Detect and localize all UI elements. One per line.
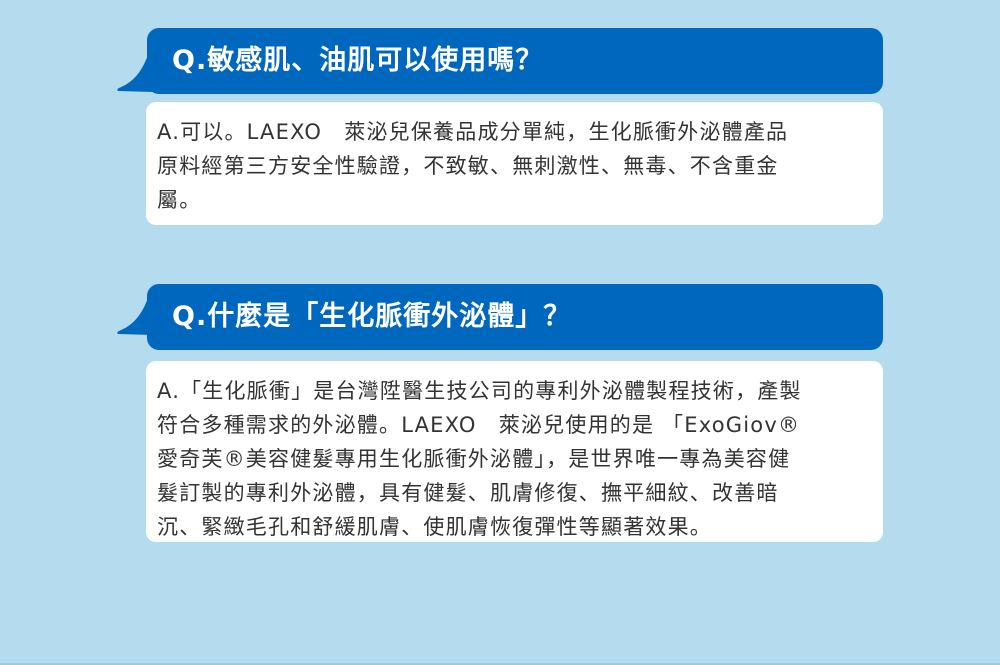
- speech-bubble-tail-icon: [117, 55, 154, 92]
- answer-line: 愛奇芙®美容健髮專用生化脈衝外泌體」，是世界唯一專為美容健: [157, 447, 791, 471]
- answer-line: 原料經第三方安全性驗證，不致敏、無刺激性、無毒、不含重金: [157, 154, 779, 178]
- question-bubble: Q.什麼是「生化脈衝外泌體」？: [147, 284, 883, 350]
- answer-line: 髮訂製的專利外泌體，具有健髮、肌膚修復、撫平細紋、改善暗: [157, 481, 779, 505]
- answer-line: 屬。: [157, 188, 202, 212]
- answer-line: 沉、緊緻毛孔和舒緩肌膚、使肌膚恢復彈性等顯著效果。: [157, 515, 712, 539]
- question-bubble: Q.敏感肌、油肌可以使用嗎？: [147, 28, 883, 94]
- answer-line: A.「生化脈衝」是台灣陞醫生技公司的專利外泌體製程技術，產製: [157, 379, 802, 403]
- answer-line: 符合多種需求的外泌體。LAEXO 萊泌兒使用的是 「ExoGiov®: [157, 413, 801, 437]
- speech-bubble-tail-icon: [117, 298, 154, 335]
- question-title: Q.敏感肌、油肌可以使用嗎？: [172, 45, 544, 76]
- bottom-divider: [0, 663, 1000, 665]
- question-title: Q.什麼是「生化脈衝外泌體」？: [172, 301, 572, 332]
- answer-box: A.可以。LAEXO 萊泌兒保養品成分單純，生化脈衝外泌體產品 原料經第三方安全…: [146, 102, 883, 225]
- answer-box: A.「生化脈衝」是台灣陞醫生技公司的專利外泌體製程技術，產製 符合多種需求的外泌…: [146, 361, 883, 542]
- answer-line: A.可以。LAEXO 萊泌兒保養品成分單純，生化脈衝外泌體產品: [157, 120, 789, 144]
